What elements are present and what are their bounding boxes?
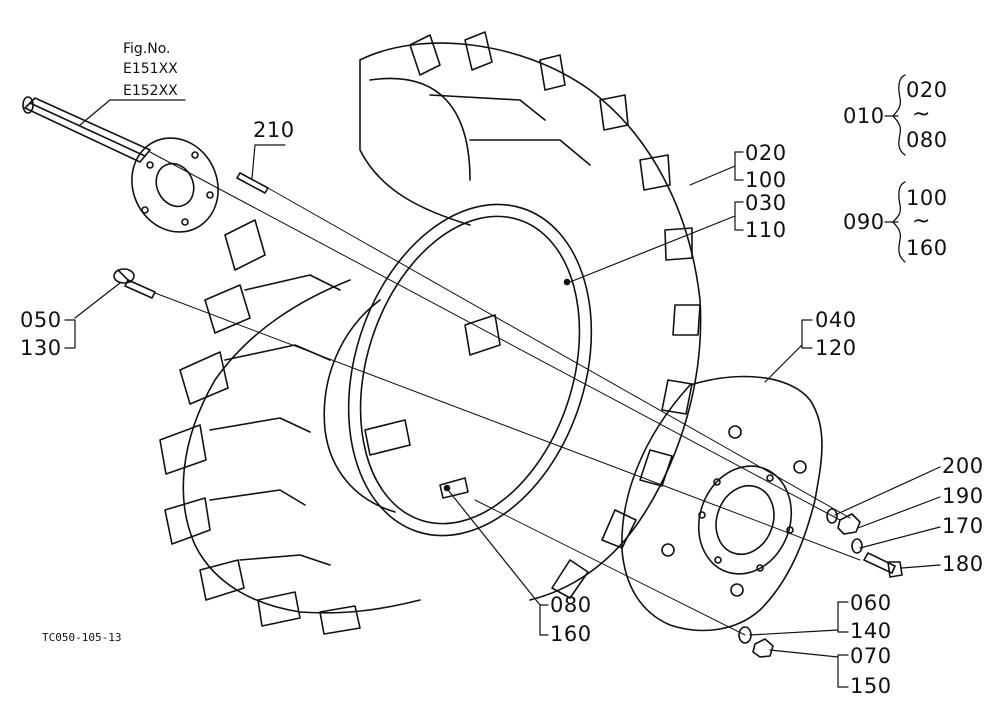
callout-020: 020 — [745, 141, 787, 165]
bolt — [113, 268, 156, 299]
wheel-disc — [621, 375, 823, 632]
legend-group2-to: 160 — [906, 236, 948, 260]
callout-070: 070 — [850, 644, 892, 668]
leader-lines — [64, 99, 941, 688]
axle-shaft — [22, 96, 219, 233]
legend-group1-tilde: ~ — [912, 102, 931, 127]
callout-100: 100 — [745, 168, 787, 192]
callout-190: 190 — [942, 484, 984, 508]
callout-080: 080 — [550, 593, 592, 617]
drawing-code: TC050-105-13 — [42, 631, 122, 644]
callout-040: 040 — [815, 308, 857, 332]
figure-ref-title: Fig.No. — [123, 41, 171, 57]
legend-group2-parent: 090 — [843, 210, 885, 234]
legend-braces — [884, 74, 906, 263]
callout-050: 050 — [20, 308, 62, 332]
legend-group1-parent: 010 — [843, 104, 885, 128]
callout-030: 030 — [745, 191, 787, 215]
figure-ref-model-2: E152XX — [123, 83, 178, 99]
tire-right-half — [359, 31, 702, 601]
hardware — [738, 508, 903, 658]
legend-group2-from: 100 — [906, 186, 948, 210]
callout-170: 170 — [942, 514, 984, 538]
legend-group1-from: 020 — [906, 78, 948, 102]
assembly-lines — [149, 151, 861, 636]
rim — [347, 203, 593, 537]
callout-210: 210 — [253, 118, 295, 142]
callout-130: 130 — [20, 336, 62, 360]
callout-110: 110 — [745, 218, 787, 242]
figure-ref-model-1: E151XX — [123, 61, 178, 77]
legend-group1-to: 080 — [906, 128, 948, 152]
callout-160: 160 — [550, 622, 592, 646]
tire-left-half — [159, 219, 421, 635]
callout-150: 150 — [850, 674, 892, 698]
legend-group2-tilde: ~ — [912, 209, 931, 234]
callout-060: 060 — [850, 591, 892, 615]
callout-180: 180 — [942, 552, 984, 576]
callout-200: 200 — [942, 454, 984, 478]
stud — [236, 172, 269, 194]
callout-140: 140 — [850, 619, 892, 643]
callout-120: 120 — [815, 336, 857, 360]
